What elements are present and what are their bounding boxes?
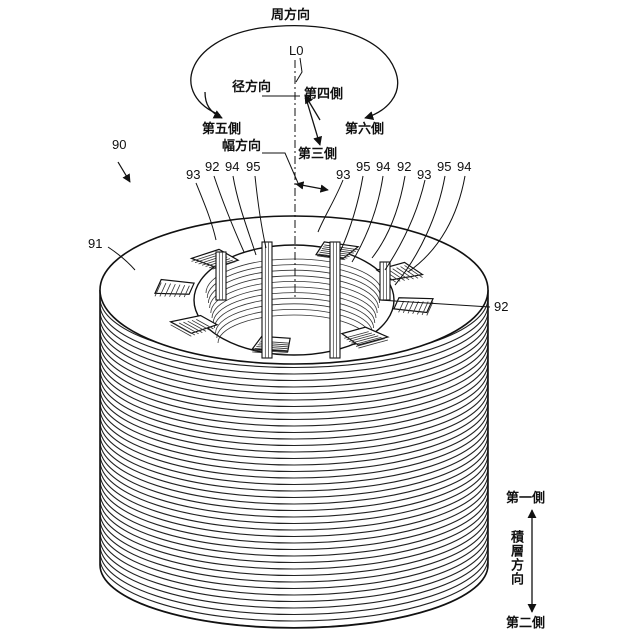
- ref-95-left: 95: [246, 160, 260, 173]
- ref-91: 91: [88, 237, 102, 250]
- tooth-tip: [262, 242, 272, 358]
- tooth-tip: [380, 262, 390, 300]
- radial-label: 径方向: [232, 81, 271, 94]
- ref-94-left: 94: [225, 160, 239, 173]
- stacking-direction-label: 積層方向: [509, 530, 522, 586]
- ref-93-center: 93: [336, 168, 350, 181]
- tooth-tip: [330, 242, 340, 358]
- ref-93-left: 93: [186, 168, 200, 181]
- axis-leader-L0: [296, 58, 302, 82]
- ref-95-right1: 95: [356, 160, 370, 173]
- ref-92-right1: 92: [397, 160, 411, 173]
- first-side-label: 第一側: [506, 492, 545, 505]
- ref-93-right: 93: [417, 168, 431, 181]
- third-side-label: 第三側: [298, 148, 337, 161]
- ref-90: 90: [112, 138, 126, 151]
- ref-94-right1: 94: [376, 160, 390, 173]
- width-leader: [262, 153, 298, 183]
- second-side-label: 第二側: [506, 617, 545, 630]
- ref-94-right2: 94: [457, 160, 471, 173]
- tooth-tip: [216, 252, 226, 300]
- sixth-side-label: 第六側: [345, 123, 384, 136]
- width-direction-label: 幅方向: [222, 140, 261, 153]
- axis-L0-label: L0: [289, 44, 303, 57]
- ref-95-right2: 95: [437, 160, 451, 173]
- ref-92-left: 92: [205, 160, 219, 173]
- fifth-side-label: 第五側: [202, 123, 241, 136]
- circumferential-loop: [191, 26, 398, 118]
- circumferential-label: 周方向: [271, 9, 310, 22]
- radial-arrow-third: [305, 95, 320, 145]
- fourth-side-label: 第四側: [304, 88, 343, 101]
- ref-92-bore: 92: [494, 300, 508, 313]
- ref-90-arrow: [118, 162, 130, 182]
- width-arrow: [296, 184, 328, 190]
